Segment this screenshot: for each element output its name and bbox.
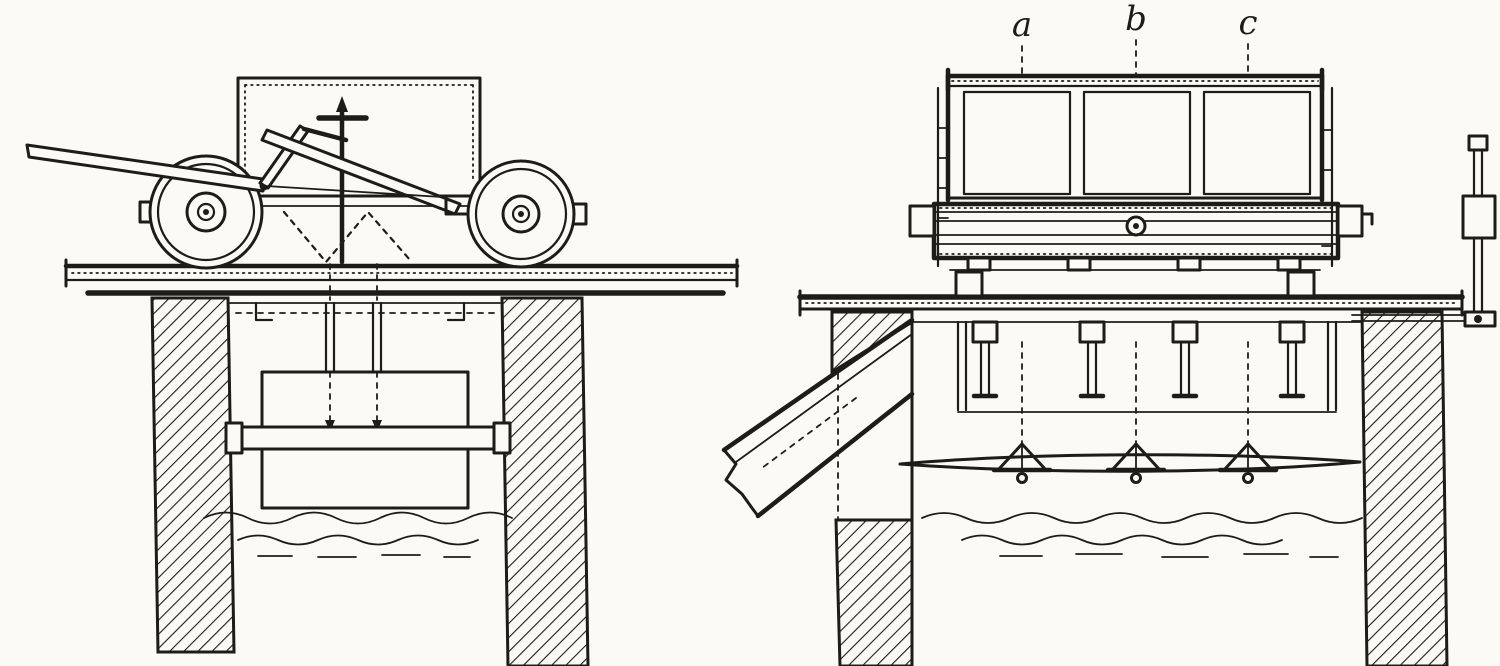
deck-left	[63, 258, 740, 296]
left-elevation	[25, 76, 740, 666]
hanger-bars	[971, 320, 1306, 399]
label-b: b	[1125, 0, 1147, 39]
compartment-b	[1082, 90, 1192, 196]
right-pier	[1360, 310, 1449, 666]
right-elevation: a b c	[721, 0, 1497, 666]
hanger-rods-left	[324, 301, 383, 432]
compartment-c	[1202, 90, 1312, 196]
discharge-chute	[721, 317, 915, 519]
deck-right	[797, 289, 1465, 317]
right-wheel	[466, 159, 588, 269]
lever-knob	[1467, 134, 1489, 152]
shelf-beam	[224, 421, 512, 455]
right-end-post	[1321, 86, 1374, 268]
linkage	[260, 96, 470, 301]
water-left	[203, 511, 513, 558]
underframe	[949, 256, 1321, 298]
valve-cone-c	[1217, 442, 1279, 484]
valve-gear	[991, 341, 1279, 484]
compartment-a	[962, 90, 1072, 196]
right-pit	[721, 310, 1449, 666]
girder-frame	[931, 201, 1341, 261]
valve-cone-a	[991, 442, 1053, 484]
deck-hooks	[254, 301, 466, 322]
valve-cone-b	[1105, 442, 1167, 484]
left-end-post	[908, 86, 949, 268]
hopper-car-side-view	[908, 67, 1374, 298]
hand-lever	[1351, 134, 1497, 328]
lever-guide	[1461, 194, 1497, 240]
left-pier-left	[150, 296, 236, 654]
pier-lower-block	[834, 518, 914, 666]
left-pier-right	[500, 296, 590, 666]
label-a: a	[1012, 5, 1032, 45]
part-labels: a b c	[1012, 0, 1258, 77]
label-c: c	[1238, 3, 1257, 43]
left-pit	[150, 296, 590, 666]
water-right	[921, 512, 1363, 558]
